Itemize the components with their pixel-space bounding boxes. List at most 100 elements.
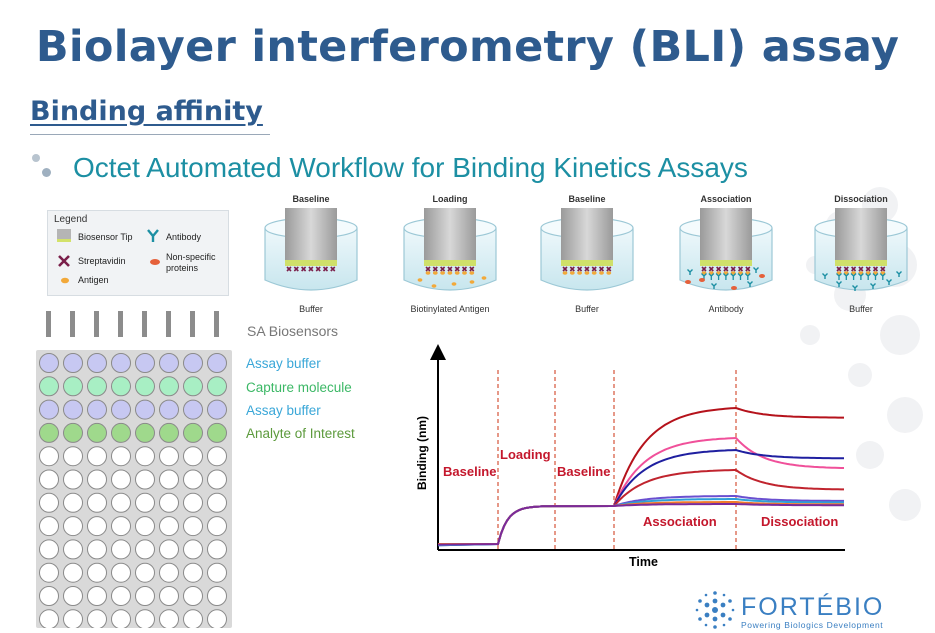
plate-well xyxy=(207,399,227,420)
plate-well xyxy=(135,492,155,513)
plate-well xyxy=(207,586,227,606)
plate-well xyxy=(111,492,131,513)
plate-well xyxy=(87,562,107,583)
plate-well xyxy=(39,609,59,630)
plate-well xyxy=(183,539,203,560)
stage-3-well xyxy=(540,208,634,291)
plate-well xyxy=(39,469,59,490)
bullet-dot xyxy=(42,168,51,177)
legend-non-specific-1: Non-specific xyxy=(166,252,216,262)
plate-well xyxy=(39,516,59,537)
plate-row-label-3: Assay buffer xyxy=(246,403,321,418)
chart-ylabel: Binding (nm) xyxy=(415,416,429,490)
plate-well xyxy=(183,586,203,606)
sa-biosensors-label: SA Biosensors xyxy=(247,323,339,339)
plate-well xyxy=(87,353,107,373)
plate-well xyxy=(159,399,179,420)
phase-label-association: Association xyxy=(643,514,717,529)
plate-row-label-1: Assay buffer xyxy=(246,356,321,371)
legend-box: Legend Biosensor Tip Antibody Streptavid… xyxy=(47,210,229,296)
stage-4-solution: Antibody xyxy=(708,304,744,314)
plate-well xyxy=(63,539,83,560)
plate-well xyxy=(207,422,227,443)
plate-well xyxy=(63,469,83,490)
phase-label-baseline-1: Baseline xyxy=(443,464,496,479)
plate-well xyxy=(63,422,83,443)
plate-well xyxy=(87,422,107,443)
plate-well xyxy=(159,492,179,513)
plate-well xyxy=(87,446,107,467)
plate-well xyxy=(183,376,203,397)
plate-well xyxy=(87,586,107,606)
plate-well xyxy=(135,539,155,560)
stage-4-well xyxy=(679,208,773,291)
sa-biosensor-pins xyxy=(46,311,219,337)
plate-well xyxy=(183,353,203,373)
plate-well xyxy=(111,469,131,490)
plate-well xyxy=(207,539,227,560)
plate-well xyxy=(39,586,59,606)
slide-subtitle: Binding affinity xyxy=(30,96,263,127)
plate-well xyxy=(183,516,203,537)
fortebio-tagline: Powering Biologics Development xyxy=(741,620,884,630)
plate-well xyxy=(207,609,227,630)
legend-antigen: Antigen xyxy=(78,275,109,285)
plate-well xyxy=(135,422,155,443)
plate-well xyxy=(87,376,107,397)
phase-label-loading: Loading xyxy=(500,447,551,462)
non-specific-protein-icon xyxy=(150,259,160,265)
plate-well xyxy=(39,353,59,373)
plate-well xyxy=(159,562,179,583)
antigen-icon xyxy=(61,277,69,284)
plate-well xyxy=(159,422,179,443)
plate-well xyxy=(159,446,179,467)
plate-well xyxy=(111,399,131,420)
plate-well xyxy=(111,609,131,630)
fortebio-logo-icon xyxy=(695,591,735,629)
stage-2-well xyxy=(403,208,497,291)
plate-well xyxy=(135,562,155,583)
plate-well xyxy=(183,422,203,443)
plate-well xyxy=(207,516,227,537)
plate-well xyxy=(207,469,227,490)
plate-well xyxy=(111,353,131,373)
plate-well xyxy=(111,562,131,583)
plate-well xyxy=(159,609,179,630)
plate-well xyxy=(135,446,155,467)
plate-well xyxy=(183,399,203,420)
microplate xyxy=(36,350,232,630)
plate-well xyxy=(111,376,131,397)
plate-well xyxy=(39,492,59,513)
slide-title: Biolayer interferometry (BLI) assay xyxy=(35,22,900,72)
stage-2-solution: Biotinylated Antigen xyxy=(410,304,490,314)
plate-well xyxy=(159,586,179,606)
plate-well xyxy=(159,376,179,397)
plate-well xyxy=(39,422,59,443)
stage-3-title: Baseline xyxy=(568,194,606,204)
bullet-dot-small xyxy=(32,154,40,162)
plate-well xyxy=(111,516,131,537)
phase-label-dissociation: Dissociation xyxy=(761,514,838,529)
workflow-stages xyxy=(264,208,908,291)
plate-well xyxy=(135,586,155,606)
plate-well xyxy=(135,469,155,490)
plate-well xyxy=(63,609,83,630)
fortebio-logo-text: FORTÉBIO xyxy=(741,593,885,621)
plate-well xyxy=(39,399,59,420)
plate-well xyxy=(87,609,107,630)
plate-well xyxy=(39,446,59,467)
plate-well xyxy=(87,539,107,560)
stage-1-title: Baseline xyxy=(292,194,330,204)
plate-well xyxy=(63,516,83,537)
plate-well xyxy=(39,376,59,397)
plate-well xyxy=(87,469,107,490)
plate-well xyxy=(207,376,227,397)
plate-well xyxy=(183,446,203,467)
microplate-wells xyxy=(39,353,227,630)
plate-well xyxy=(39,562,59,583)
plate-row-label-2: Capture molecule xyxy=(246,380,352,395)
stage-1-solution: Buffer xyxy=(299,304,323,314)
plate-well xyxy=(183,492,203,513)
plate-well xyxy=(135,516,155,537)
workflow-heading: Octet Automated Workflow for Binding Kin… xyxy=(73,152,748,183)
